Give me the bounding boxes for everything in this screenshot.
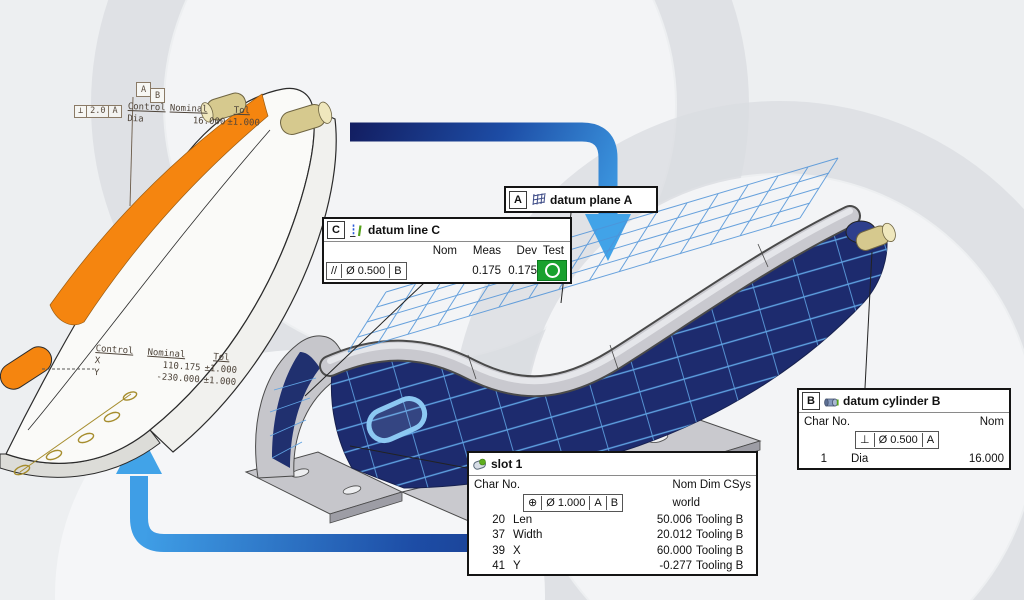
nominal-slot	[0, 346, 53, 390]
fcf-symbol: ⊥	[856, 433, 875, 447]
csys-world: world	[672, 496, 700, 509]
row-name: Dia	[851, 453, 869, 465]
table-row: 20 Len 50.006 Tooling B	[469, 512, 756, 528]
table-row: 39 X 60.000 Tooling B	[469, 543, 756, 559]
fcf-tolerance: 1.000	[557, 496, 586, 509]
datum-ref-a-box: A	[136, 82, 151, 97]
col-nom: Nom	[979, 415, 1004, 428]
row-csys: Tooling B	[696, 544, 744, 557]
row-name: Width	[513, 529, 543, 542]
meas-value: 0.175	[472, 264, 501, 277]
datum-ref-box: A	[509, 190, 527, 209]
datum-ref-b-box: B	[150, 88, 165, 103]
position-fcf: ⊕ Ø 1.000 A B	[523, 493, 624, 512]
fcf-diameter: Ø	[546, 496, 555, 509]
gray-rim	[319, 205, 861, 398]
measured-pin	[845, 220, 896, 251]
arrow-nominal-to-measured	[350, 122, 631, 261]
pass-circle-icon	[544, 263, 560, 278]
nominal-highlight-surface	[49, 93, 269, 326]
col-char-no: Char No.	[804, 415, 851, 428]
row-char-no: 20	[492, 513, 505, 526]
nominal-pin-left	[200, 92, 247, 123]
line-icon	[350, 224, 362, 237]
col-test: Test	[542, 244, 564, 257]
fcf-datum-1: A	[590, 495, 607, 510]
datum-ref-box: B	[802, 392, 820, 410]
fcf-datum-2: B	[610, 496, 619, 509]
fcf-tolerance: 0.500	[357, 264, 386, 277]
fcf-datum: B	[394, 264, 402, 277]
cylinder-icon	[824, 398, 839, 406]
fcf-tolerance: 2.0	[87, 106, 110, 117]
datum-cylinder-b-callout: B datum cylinder B Char No. Nom ⊥ Ø 0.50…	[797, 388, 1011, 470]
dia-label: Dia	[127, 113, 144, 125]
datum-line-c-callout: C datum line C Nom Meas Dev Test // Ø 0.…	[322, 217, 572, 284]
dev-value: 0.175	[508, 264, 537, 277]
col-meas: Meas	[472, 244, 501, 257]
row-nom: -0.277	[659, 560, 692, 573]
fcf-datum: A	[112, 106, 118, 116]
perpendicularity-fcf: ⊥ Ø 0.500 A	[855, 431, 940, 449]
test-pass-indicator	[537, 260, 567, 281]
col-nom: Nom	[432, 244, 457, 257]
arrow-down-head	[585, 214, 631, 261]
row-nom: 50.006	[656, 513, 692, 526]
datum-plane-a-callout: A datum plane A	[504, 186, 658, 213]
mesh-plane-icon	[532, 192, 546, 206]
table-row: 41 Y -0.277 Tooling B	[469, 559, 756, 575]
measured-slot-outline	[366, 396, 428, 444]
col-nom-dim-csys: Nom Dim CSys	[672, 478, 751, 491]
fcf-diameter: Ø	[346, 264, 355, 277]
row-csys: Tooling B	[696, 513, 744, 526]
row-nom: 20.012	[656, 529, 692, 542]
row-name: Y	[513, 560, 521, 573]
datum-leader	[129, 96, 134, 207]
row-char-no: 39	[492, 544, 505, 557]
callout-title: slot 1	[491, 457, 523, 471]
row-nom: 60.000	[656, 544, 692, 557]
fcf-symbol: //	[327, 263, 343, 278]
callout-title: datum plane A	[550, 192, 633, 207]
row-name: X	[513, 544, 521, 557]
table-row: 37 Width 20.012 Tooling B	[469, 528, 756, 544]
callout-title: datum cylinder B	[843, 394, 941, 408]
fcf-symbol: ⊕	[524, 495, 543, 510]
fcf-datum: A	[926, 434, 935, 446]
col-dev: Dev	[516, 244, 537, 257]
nominal-part	[0, 87, 337, 478]
fcf-diameter: Ø	[878, 434, 888, 446]
inspection-mesh-plane	[347, 157, 839, 353]
parallelism-fcf: // Ø 0.500 B	[326, 261, 407, 280]
row-char-no: 1	[820, 453, 827, 465]
nominal-hole-chain	[13, 391, 138, 476]
row-nom: 16.000	[968, 453, 1004, 465]
callout-title: datum line C	[368, 223, 441, 237]
row-name: Len	[513, 513, 533, 526]
slot-1-callout: slot 1 Char No. Nom Dim CSys ⊕ Ø 1.000 A…	[467, 451, 758, 576]
row-char-no: 37	[492, 529, 505, 542]
col-char-no: Char No.	[474, 478, 521, 491]
row-csys: Tooling B	[696, 560, 744, 573]
datum-ref-box: C	[327, 221, 345, 239]
fcf-tolerance: 0.500	[890, 434, 918, 446]
row-char-no: 41	[492, 560, 505, 573]
dia-nominal: 16.000	[192, 116, 226, 128]
slot-icon	[473, 458, 486, 470]
fcf-symbol: ⊥	[75, 106, 88, 117]
nominal-pin-right	[280, 101, 333, 135]
dia-tol: ±1.000	[227, 117, 260, 129]
row-csys: Tooling B	[696, 529, 744, 542]
perpendicularity-fcf: ⊥ 2.0 A	[74, 105, 122, 118]
